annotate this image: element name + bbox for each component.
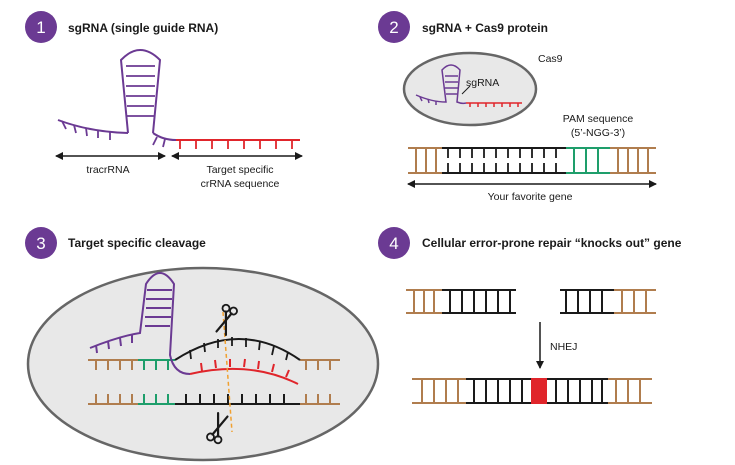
gene-label: Your favorite gene [488,191,573,203]
step-badge-2 [378,11,410,43]
gene-dna [408,147,656,174]
dna-upper-strand [88,337,340,370]
panel-2: 2 sgRNA + Cas9 protein Cas9 sgRNA PAM s [378,11,657,203]
scissors-icon [206,412,229,445]
step-number-2: 2 [389,18,398,37]
dna-fragment-left [406,289,516,314]
repaired-dna [412,378,652,404]
step-number-4: 4 [389,234,398,253]
step-badge-4 [378,227,410,259]
step-number-1: 1 [36,18,45,37]
cas9-protein [402,51,538,127]
crrna-label-line1: Target specific [206,164,273,176]
cut-line [222,311,233,433]
dna-lower-strand [88,394,340,405]
sgrna-label: sgRNA [466,77,499,89]
cas9-label: Cas9 [538,53,563,65]
crrna-label-line2: crRNA sequence [201,178,280,190]
panel-4-title: Cellular error-prone repair “knocks out”… [422,236,682,250]
tracrrna-label: tracrRNA [86,164,129,176]
sgrna-structure [57,49,177,148]
cas9-complex [26,266,380,462]
sgrna-pointer [461,85,471,95]
panel-4: 4 Cellular error-prone repair “knocks ou… [378,227,682,404]
pam-label-line2: (5’-NGG-3’) [571,127,625,139]
pam-label-line1: PAM sequence [563,113,634,125]
step-badge-1 [25,11,57,43]
sgrna-in-complex [89,272,191,375]
step-number-3: 3 [36,234,45,253]
crrna-small [466,102,522,107]
step-badge-3 [25,227,57,259]
panel-3-title: Target specific cleavage [68,236,206,250]
pam-site [566,147,610,174]
sgrna-small [415,64,467,105]
panel-3: 3 Target specific cleavage [25,227,380,462]
crrna-in-complex [189,358,299,385]
panel-1-title: sgRNA (single guide RNA) [68,21,218,35]
crrna-strand [176,139,300,149]
dna-fragment-right [560,289,656,314]
panel-2-title: sgRNA + Cas9 protein [422,21,548,35]
nhej-label: NHEJ [550,341,577,353]
repair-error-block [531,378,547,404]
scissors-icon [215,303,238,336]
panel-1: 1 sgRNA (single guide RNA) [25,11,303,190]
